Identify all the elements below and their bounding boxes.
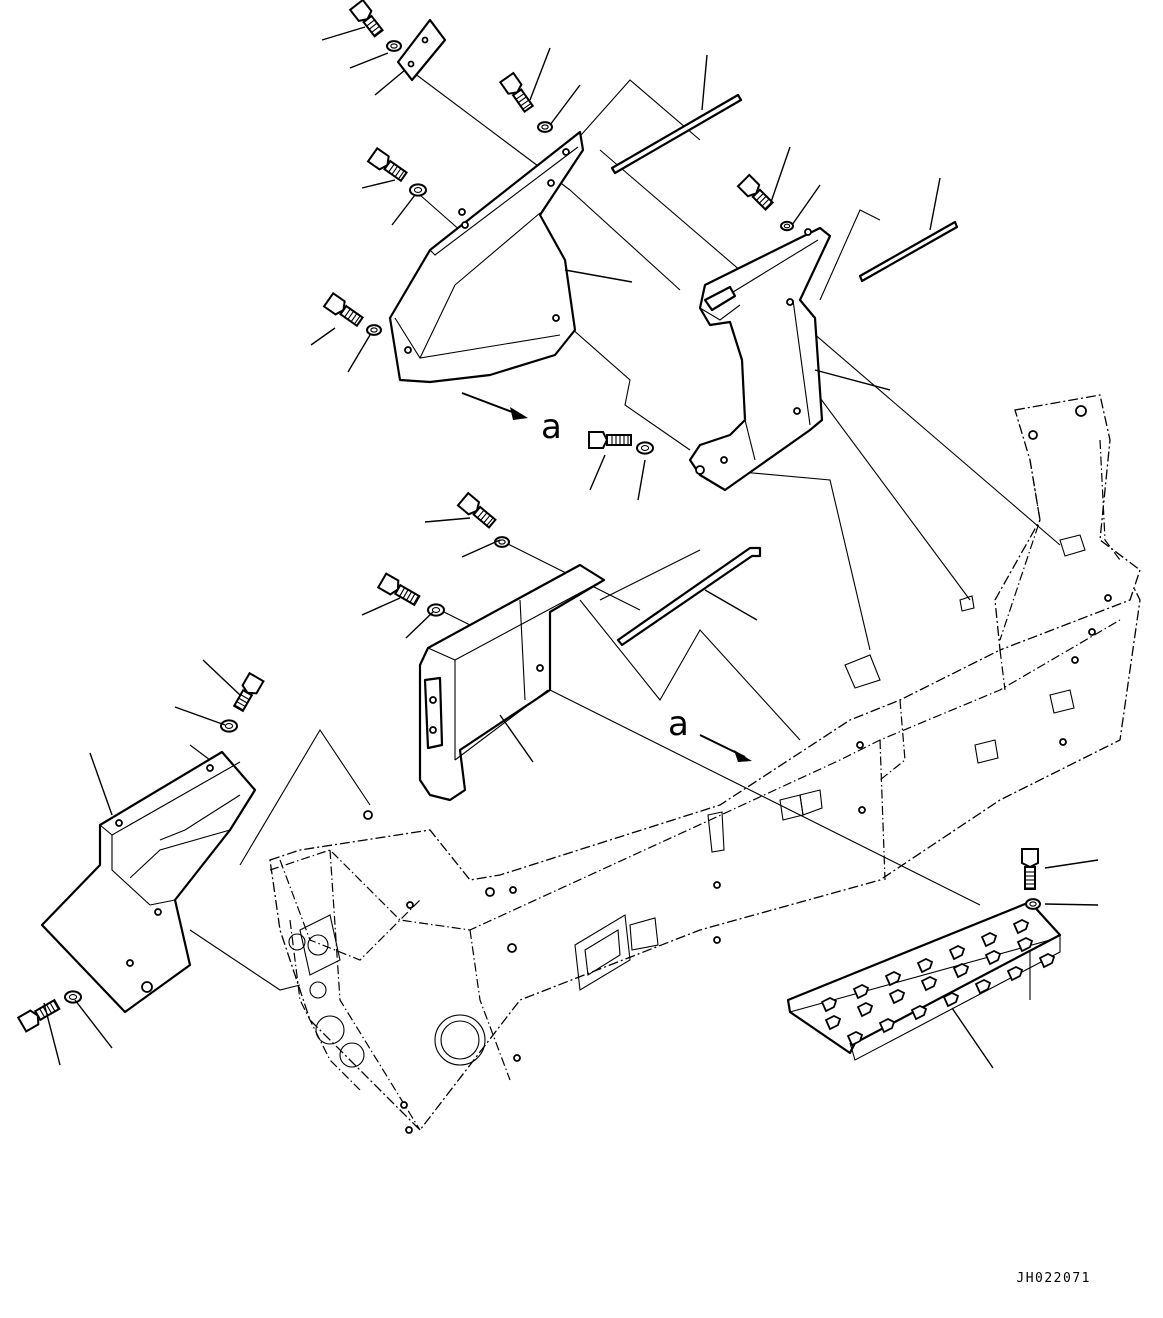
bolt bbox=[456, 491, 497, 529]
middle-support-bracket bbox=[418, 563, 606, 802]
step-plate-slot bbox=[1012, 918, 1030, 935]
handrail-upper-right bbox=[858, 220, 959, 283]
step-plate-slot bbox=[852, 983, 870, 1000]
washer bbox=[64, 990, 82, 1004]
drawing-code: JH022071 bbox=[1016, 1271, 1091, 1286]
step-plate-slot bbox=[974, 978, 992, 995]
step-plate-slot bbox=[888, 988, 906, 1005]
step-plate-slot bbox=[824, 1014, 842, 1031]
washer bbox=[1025, 898, 1041, 910]
step-plate-slot bbox=[984, 949, 1002, 966]
step-plate-slot bbox=[920, 975, 938, 992]
step-plate-slot bbox=[820, 996, 838, 1013]
view-marker-lower: a bbox=[668, 704, 689, 744]
washer bbox=[366, 324, 382, 336]
lower-left-cover bbox=[40, 750, 257, 1014]
bolt bbox=[736, 173, 775, 212]
fasteners bbox=[16, 0, 1041, 1033]
washer bbox=[409, 183, 427, 197]
step-plate-slot bbox=[948, 944, 966, 961]
washer bbox=[537, 121, 553, 133]
leader-lines bbox=[43, 26, 1099, 1069]
step-plate-slot bbox=[878, 1017, 896, 1034]
step-plate bbox=[786, 900, 1062, 1061]
step-plate-slot bbox=[952, 962, 970, 979]
step-plate-slot bbox=[980, 931, 998, 948]
bolt bbox=[1021, 848, 1039, 890]
step-plate-slot bbox=[1038, 952, 1056, 969]
washer bbox=[386, 40, 402, 52]
bolt bbox=[348, 0, 384, 38]
small-plate-top bbox=[396, 18, 447, 82]
step-plate-slot bbox=[1016, 936, 1034, 953]
step-plate-slot bbox=[910, 1004, 928, 1021]
view-arrow-lower bbox=[699, 734, 752, 762]
step-plate-slot bbox=[1006, 965, 1024, 982]
bolt bbox=[376, 572, 421, 607]
washer bbox=[220, 719, 238, 733]
bolt bbox=[498, 71, 535, 114]
bolt bbox=[366, 146, 409, 183]
step-plate-slot bbox=[942, 991, 960, 1008]
washer bbox=[636, 441, 654, 455]
main-frame bbox=[269, 394, 1141, 1134]
bolt bbox=[322, 291, 365, 328]
handrail-upper-left bbox=[610, 93, 743, 175]
bolt bbox=[588, 431, 632, 449]
view-arrow-upper bbox=[461, 392, 528, 420]
step-plate-slot bbox=[846, 1030, 864, 1047]
step-plate-slot bbox=[884, 970, 902, 987]
view-marker-upper: a bbox=[541, 407, 562, 447]
step-plate-slot bbox=[856, 1001, 874, 1018]
bolt bbox=[232, 671, 265, 713]
bent-rod bbox=[616, 546, 762, 647]
step-plate-slot bbox=[916, 957, 934, 974]
washer bbox=[780, 220, 794, 232]
upper-cover-bracket bbox=[388, 130, 585, 384]
step-plate-slots bbox=[820, 918, 1056, 1047]
bolt bbox=[16, 998, 61, 1033]
upper-side-bracket bbox=[688, 226, 832, 492]
